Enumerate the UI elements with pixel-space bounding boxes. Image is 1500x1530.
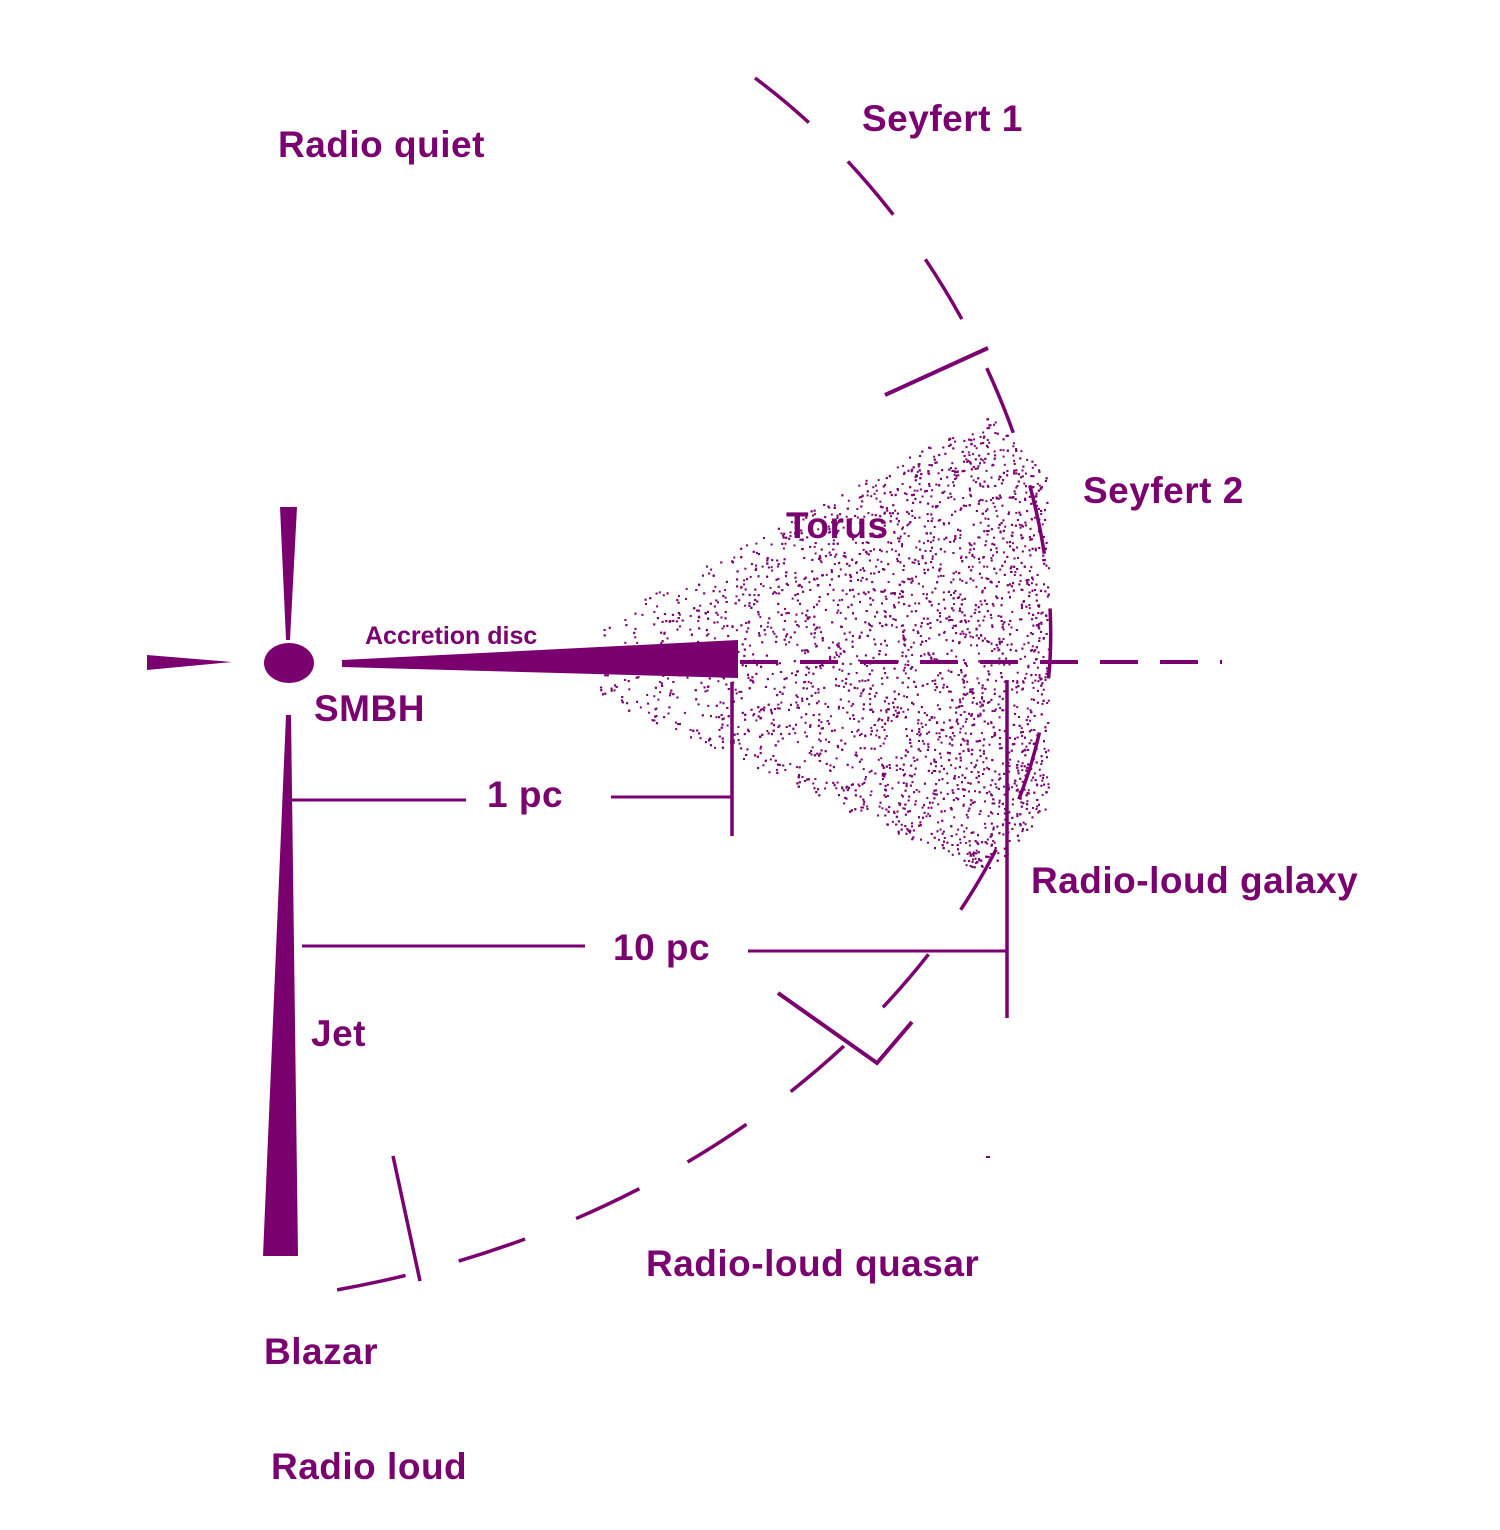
label-blazar: Blazar [264, 1331, 379, 1372]
label-accretion-disc: Accretion disc [365, 622, 538, 650]
smbh-circle [264, 643, 314, 683]
label-radio-loud: Radio loud [271, 1446, 468, 1487]
label-radio-quiet: Radio quiet [278, 124, 485, 165]
label-smbh: SMBH [314, 688, 425, 729]
label-ten-pc: 10 pc [613, 927, 711, 968]
counter-jet [280, 507, 297, 640]
label-radio-loud-quasar: Radio-loud quasar [646, 1243, 980, 1284]
label-one-pc: 1 pc [487, 774, 564, 815]
label-jet: Jet [311, 1013, 366, 1054]
axis-left-stub [147, 655, 232, 670]
jet [263, 715, 298, 1256]
label-seyfert-2: Seyfert 2 [1083, 470, 1244, 511]
label-torus: Torus [786, 505, 889, 546]
accretion-disc-wedge [342, 640, 738, 678]
blazar-quasar-divider [391, 1155, 422, 1282]
quasar-galaxy-divider [776, 991, 914, 1066]
label-seyfert-1: Seyfert 1 [862, 98, 1023, 139]
label-radio-loud-galaxy: Radio-loud galaxy [1031, 860, 1359, 901]
seyfert-divider-line [884, 346, 989, 397]
outer-dashed-arc [284, 76, 1053, 1300]
